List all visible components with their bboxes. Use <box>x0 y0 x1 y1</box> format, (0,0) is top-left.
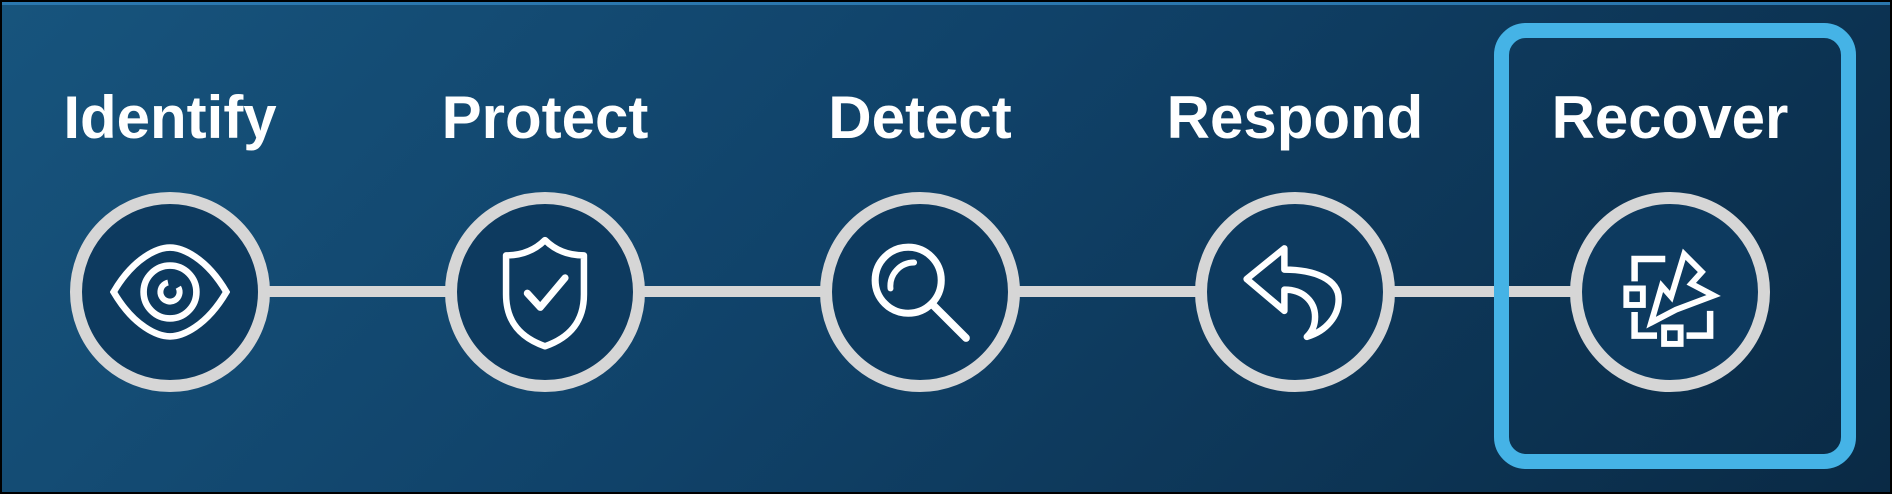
stage-recover: Recover <box>1520 2 1820 492</box>
stage-label: Identify <box>63 84 277 151</box>
stage-detect: Detect <box>770 2 1070 492</box>
connector-line <box>264 286 451 297</box>
stage-circle <box>70 192 270 392</box>
stage-label: Respond <box>1166 84 1424 151</box>
restore-box-icon <box>1623 248 1721 347</box>
stage-identify: Identify <box>20 2 320 492</box>
connector-line <box>1014 286 1201 297</box>
stage-label: Protect <box>441 84 649 151</box>
eye-icon <box>110 244 230 340</box>
top-accent-line <box>2 2 1890 5</box>
stage-circle <box>1195 192 1395 392</box>
magnifier-icon <box>871 243 970 342</box>
stage-label: Recover <box>1551 84 1789 151</box>
connector-line <box>639 286 826 297</box>
stage-respond: Respond <box>1145 2 1445 492</box>
stage-label: Detect <box>828 84 1012 151</box>
undo-arrow-icon <box>1243 245 1342 341</box>
connector-line <box>1389 286 1576 297</box>
stage-protect: Protect <box>395 2 695 492</box>
stage-circle <box>820 192 1020 392</box>
shield-check-icon <box>502 236 588 350</box>
stage-circle <box>445 192 645 392</box>
recover-highlight-box <box>1494 23 1856 469</box>
